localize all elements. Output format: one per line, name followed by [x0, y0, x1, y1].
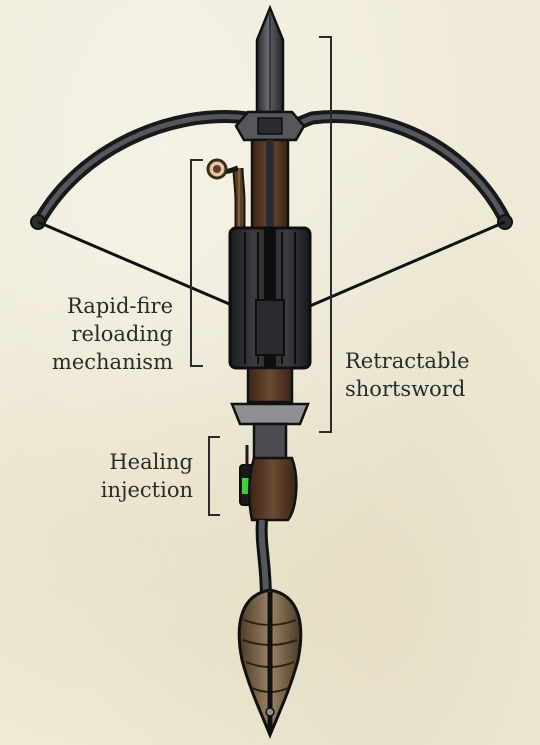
stock-rod [262, 520, 266, 600]
stock-upper [252, 140, 288, 230]
brass-pipe [208, 160, 240, 235]
callout-bracket-sword [319, 37, 331, 432]
pistol-grip [249, 458, 296, 520]
callout-reloading-mechanism: Rapid-fire reloading mechanism [52, 292, 173, 376]
callout-bracket-healing [209, 437, 220, 515]
callout-healing-injection: Healing injection [101, 448, 193, 504]
callout-retractable-shortsword: Retractable shortsword [345, 347, 470, 403]
reloading-drum [230, 228, 310, 368]
shortsword-blade [257, 8, 283, 112]
trigger-housing [232, 368, 308, 460]
callout-bracket-reloading [191, 160, 203, 366]
bow-mount [236, 112, 304, 140]
butt-stock [239, 590, 301, 735]
